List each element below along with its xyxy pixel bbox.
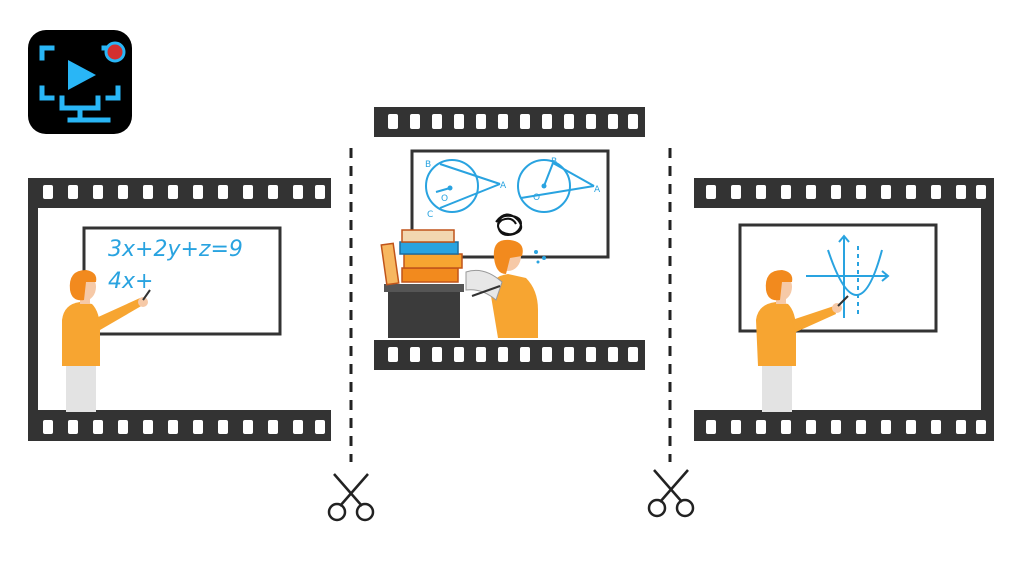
board-equation-line-1: 3x+2y+z=9 bbox=[108, 237, 243, 262]
scissors-icon bbox=[647, 469, 695, 518]
record-dot-icon bbox=[104, 41, 126, 63]
sprocket-holes-bottom bbox=[388, 347, 638, 362]
point-label: O bbox=[533, 193, 540, 203]
film-frame-left: 3x+2y+z=9 4x+ bbox=[28, 178, 331, 441]
film-frame-right bbox=[694, 178, 994, 441]
sprocket-holes-top bbox=[706, 185, 986, 199]
point-label: B bbox=[551, 157, 557, 167]
teacher-figure bbox=[62, 270, 151, 412]
parabola-graph bbox=[806, 234, 890, 318]
app-logo bbox=[28, 30, 132, 134]
teacher-figure bbox=[756, 270, 849, 412]
sprocket-holes-bottom bbox=[43, 420, 325, 434]
point-label: C bbox=[427, 210, 433, 220]
geometry-diagram-1 bbox=[425, 159, 501, 213]
scissors-icon bbox=[327, 473, 375, 522]
film-frame-middle: B A C O B O A bbox=[374, 107, 645, 370]
sprocket-holes-top bbox=[388, 114, 638, 129]
point-label: A bbox=[594, 185, 601, 195]
point-label: B bbox=[425, 160, 431, 170]
board-equation-line-2: 4x+ bbox=[108, 269, 153, 294]
confused-student-figure bbox=[465, 213, 546, 338]
point-label: A bbox=[500, 181, 507, 191]
geometry-diagram-2 bbox=[517, 159, 595, 213]
point-label: O bbox=[441, 194, 448, 204]
sprocket-holes-top bbox=[43, 185, 325, 199]
sprocket-holes-bottom bbox=[706, 420, 986, 434]
confusion-scribble-icon bbox=[495, 213, 523, 236]
play-icon bbox=[68, 60, 96, 90]
book-stack bbox=[380, 229, 464, 338]
sweat-drops-icon bbox=[534, 250, 546, 264]
